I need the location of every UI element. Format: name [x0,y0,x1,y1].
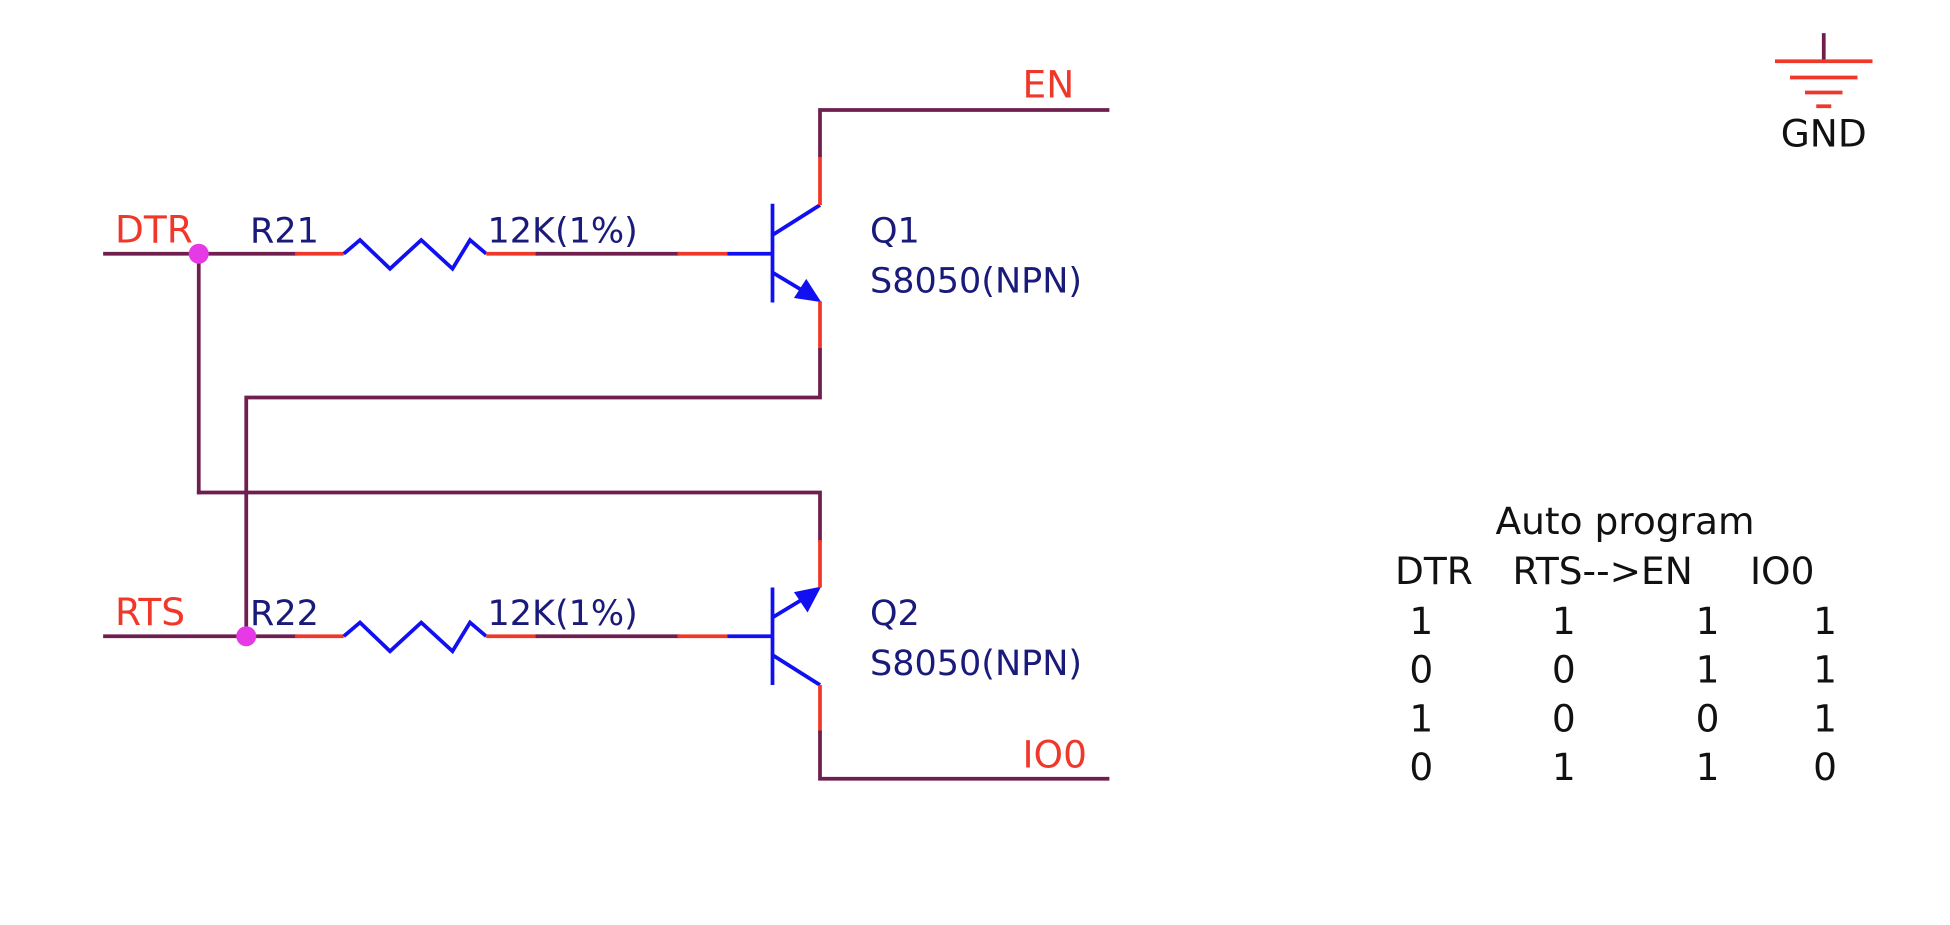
q2-reference: Q2 [870,594,920,634]
q1-value: S8050(NPN) [870,262,1082,302]
transistor-q1[interactable]: Q1 S8050(NPN) [727,155,1083,350]
r21-body-icon [342,237,488,272]
r21-reference: R21 [250,212,319,252]
q2-emitter-arrow-icon [793,586,822,613]
junction-dot-rts [236,626,257,647]
net-label-en: EN [1023,63,1075,107]
resistor-r21[interactable]: R21 12K(1%) [250,212,728,272]
resistor-r22[interactable]: R22 12K(1%) [250,594,728,655]
q2-collector-lead [771,653,822,687]
r22-body-icon [342,619,488,655]
table-cell: 1 [1696,648,1720,692]
wire-dtr-to-q2 [196,490,822,542]
table-cell: 0 [1813,745,1837,789]
q1-emitter-arrow-icon [793,278,822,303]
table-cell: 1 [1813,648,1837,692]
table-header-arrow: --> [1583,549,1641,593]
q1-reference: Q1 [870,212,920,252]
table-cell: 0 [1552,648,1576,692]
wire-q1-emitter-to-rts [244,348,822,639]
table-cell: 0 [1696,696,1720,740]
table-cell: 0 [1409,648,1433,692]
dtr-net: DTR [103,208,822,542]
net-label-rts: RTS [115,590,185,634]
table-cell: 1 [1813,599,1837,643]
r21-value: 12K(1%) [488,212,638,252]
io0-net: IO0 [818,730,1110,781]
wire-en [818,108,1110,157]
table-cell: 1 [1552,745,1576,789]
table-header-rts: RTS [1513,549,1583,593]
gnd-label: GND [1781,111,1867,155]
table-cell: 1 [1552,599,1576,643]
q1-collector-lead [771,203,822,237]
rts-net: RTS [103,590,297,647]
table-cell: 1 [1409,599,1433,643]
q1-emitter-net [244,348,822,639]
r22-reference: R22 [250,594,319,634]
en-net: EN [818,63,1110,157]
table-cell: 1 [1696,599,1720,643]
table-header-dtr: DTR [1395,549,1473,593]
table-cell: 1 [1813,696,1837,740]
table-cell: 0 [1409,745,1433,789]
junction-dot-dtr [188,243,209,264]
table-cell: 1 [1409,696,1433,740]
q2-value: S8050(NPN) [870,644,1082,684]
auto-program-table: Auto program DTR RTS-->EN IO0 1 1 1 1 0 … [1395,499,1837,789]
table-header-io0: IO0 [1750,549,1814,593]
net-label-io0: IO0 [1023,733,1087,777]
r22-value: 12K(1%) [488,594,638,634]
wire-io0 [818,730,1110,781]
net-label-dtr: DTR [115,208,193,252]
table-header-en: EN [1641,549,1693,593]
table-title: Auto program [1495,499,1754,543]
transistor-q2[interactable]: Q2 S8050(NPN) [727,540,1083,733]
gnd-power-symbol[interactable]: GND [1775,33,1873,155]
table-cell: 0 [1552,696,1576,740]
table-header-rts-en: RTS-->EN [1513,549,1693,593]
table-cell: 1 [1696,745,1720,789]
